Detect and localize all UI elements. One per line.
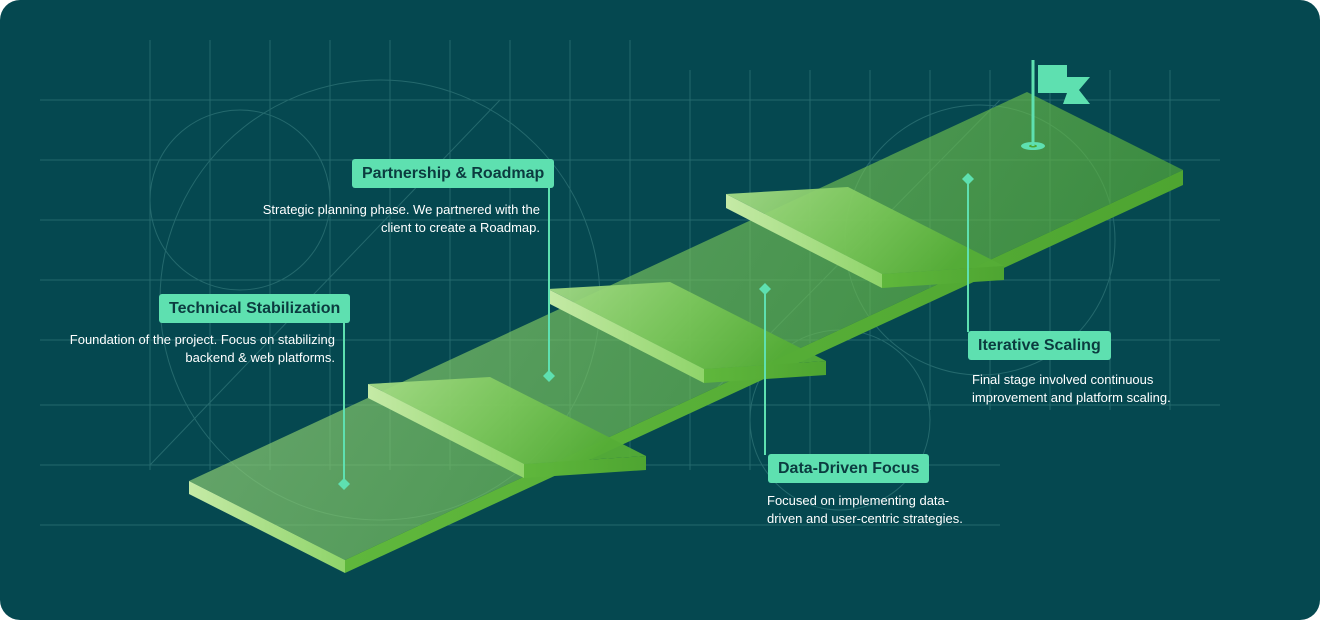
step-description-iterative-scaling: Final stage involved continuous improvem… [972,372,1171,405]
connector-iterative-scaling [962,173,974,332]
step-description-partnership-roadmap: Strategic planning phase. We partnered w… [262,202,540,235]
step-platform-1 [368,377,646,478]
connector-partnership-roadmap [543,188,555,382]
step-description-technical-stabilization: Foundation of the project. Focus on stab… [69,332,335,365]
step-description-data-driven-focus: Focused on implementing data-driven and … [767,493,963,526]
flag-icon [1021,60,1090,150]
step-title-iterative-scaling: Iterative Scaling [968,331,1111,360]
step-title-partnership-roadmap: Partnership & Roadmap [352,159,555,188]
step-platform-3 [726,187,1004,288]
connector-technical-stabilization [338,323,350,490]
step-title-technical-stabilization: Technical Stabilization [159,294,351,323]
step-title-data-driven-focus: Data-Driven Focus [768,454,930,483]
connector-data-driven-focus [759,283,771,455]
